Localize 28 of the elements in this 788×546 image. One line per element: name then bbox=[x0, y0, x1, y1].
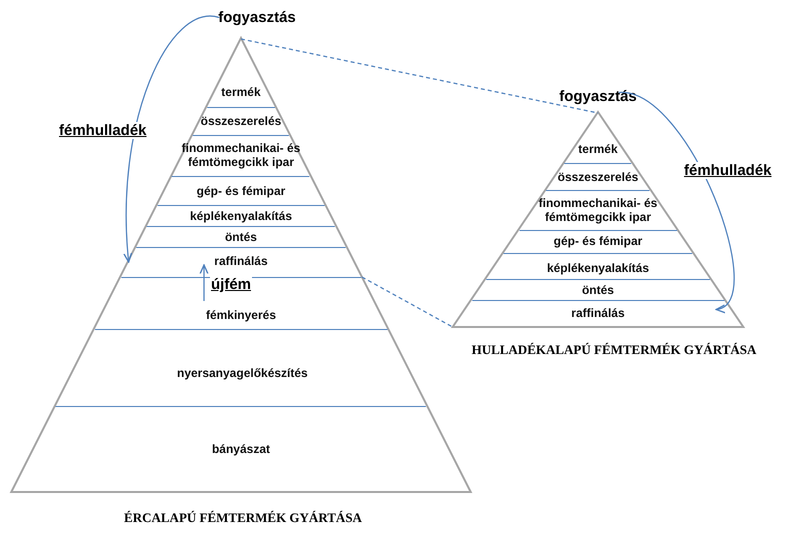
edge-label: fémhulladék bbox=[58, 122, 148, 139]
layer-label: nyersanyagelőkészítés bbox=[54, 329, 428, 406]
layer-label: öntés bbox=[135, 226, 347, 247]
edge-label: újfém bbox=[210, 276, 252, 293]
stage-label: fogyasztás bbox=[559, 88, 637, 105]
layer-label: raffinálás bbox=[452, 300, 744, 327]
layer-label: összeszerelés bbox=[192, 107, 290, 135]
layer-label: bányászat bbox=[11, 406, 471, 492]
layer-label: összeszerelés bbox=[545, 163, 651, 190]
stage-label: fogyasztás bbox=[218, 9, 296, 26]
pyramid-caption: ÉRCALAPÚ FÉMTERMÉK GYÁRTÁSA bbox=[123, 510, 363, 526]
pyramid-caption: HULLADÉKALAPÚ FÉMTERMÉK GYÁRTÁSA bbox=[470, 342, 758, 358]
dashed-line bbox=[362, 276, 453, 328]
layer-label: gép- és fémipar bbox=[156, 176, 326, 205]
arrow bbox=[618, 92, 735, 310]
arrow bbox=[124, 16, 220, 263]
layer-label: képlékenyalakítás bbox=[485, 253, 711, 279]
layer-label: gép- és fémipar bbox=[502, 230, 694, 253]
layer-label: öntés bbox=[470, 279, 726, 300]
layer-label: finommechanikai- és fémtömegcikk ipar bbox=[171, 135, 311, 176]
layer-label: termék bbox=[206, 38, 276, 107]
edge-label: fémhulladék bbox=[683, 162, 773, 179]
dashed-line bbox=[240, 38, 598, 114]
layer-label: termék bbox=[564, 112, 632, 163]
layer-label: raffinálás bbox=[120, 247, 362, 277]
layer-label: finommechanikai- és fémtömegcikk ipar bbox=[518, 190, 678, 230]
layer-label: képlékenyalakítás bbox=[146, 205, 336, 226]
arrow bbox=[200, 264, 208, 301]
